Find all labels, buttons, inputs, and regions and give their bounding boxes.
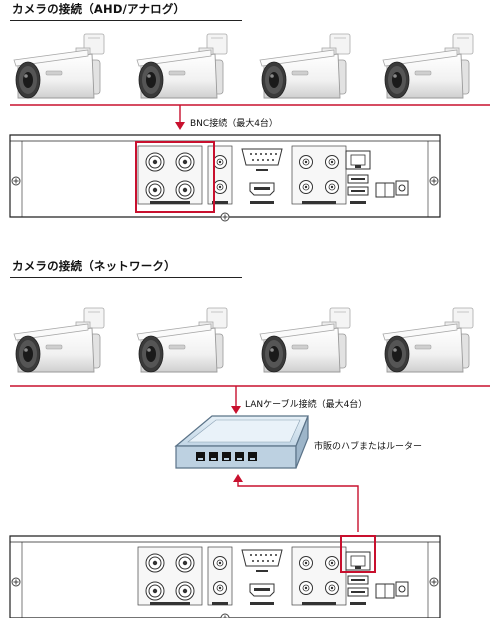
network-camera-2	[136, 307, 228, 373]
analog-camera-1	[13, 33, 105, 99]
network-camera-row	[13, 307, 474, 373]
network-title-rule	[10, 277, 242, 278]
lan-port-highlight	[340, 535, 376, 573]
dvr-rear-panel-analog	[10, 135, 440, 221]
bnc-arrow-icon	[175, 122, 185, 130]
network-camera-3	[259, 307, 351, 373]
bnc-port-highlight	[135, 141, 215, 213]
network-camera-4	[382, 307, 474, 373]
analog-camera-row	[13, 33, 474, 99]
hub-arrow-icon	[233, 474, 243, 482]
lan-arrow-icon	[231, 406, 241, 414]
analog-camera-2	[136, 33, 228, 99]
network-camera-1	[13, 307, 105, 373]
analog-camera-3	[259, 33, 351, 99]
analog-camera-4	[382, 33, 474, 99]
network-hub-icon	[174, 415, 309, 469]
analog-title-rule	[10, 20, 242, 21]
analog-section-title: カメラの接続（AHD/アナログ）	[12, 2, 186, 16]
bnc-connection-label: BNC接続（最大4台）	[190, 119, 278, 129]
hub-label: 市販のハブまたはルーター	[314, 442, 423, 452]
hub-to-dvr-line	[237, 478, 359, 532]
network-section-title: カメラの接続（ネットワーク）	[12, 259, 176, 273]
lan-connection-label: LANケーブル接続（最大4台）	[245, 400, 368, 410]
